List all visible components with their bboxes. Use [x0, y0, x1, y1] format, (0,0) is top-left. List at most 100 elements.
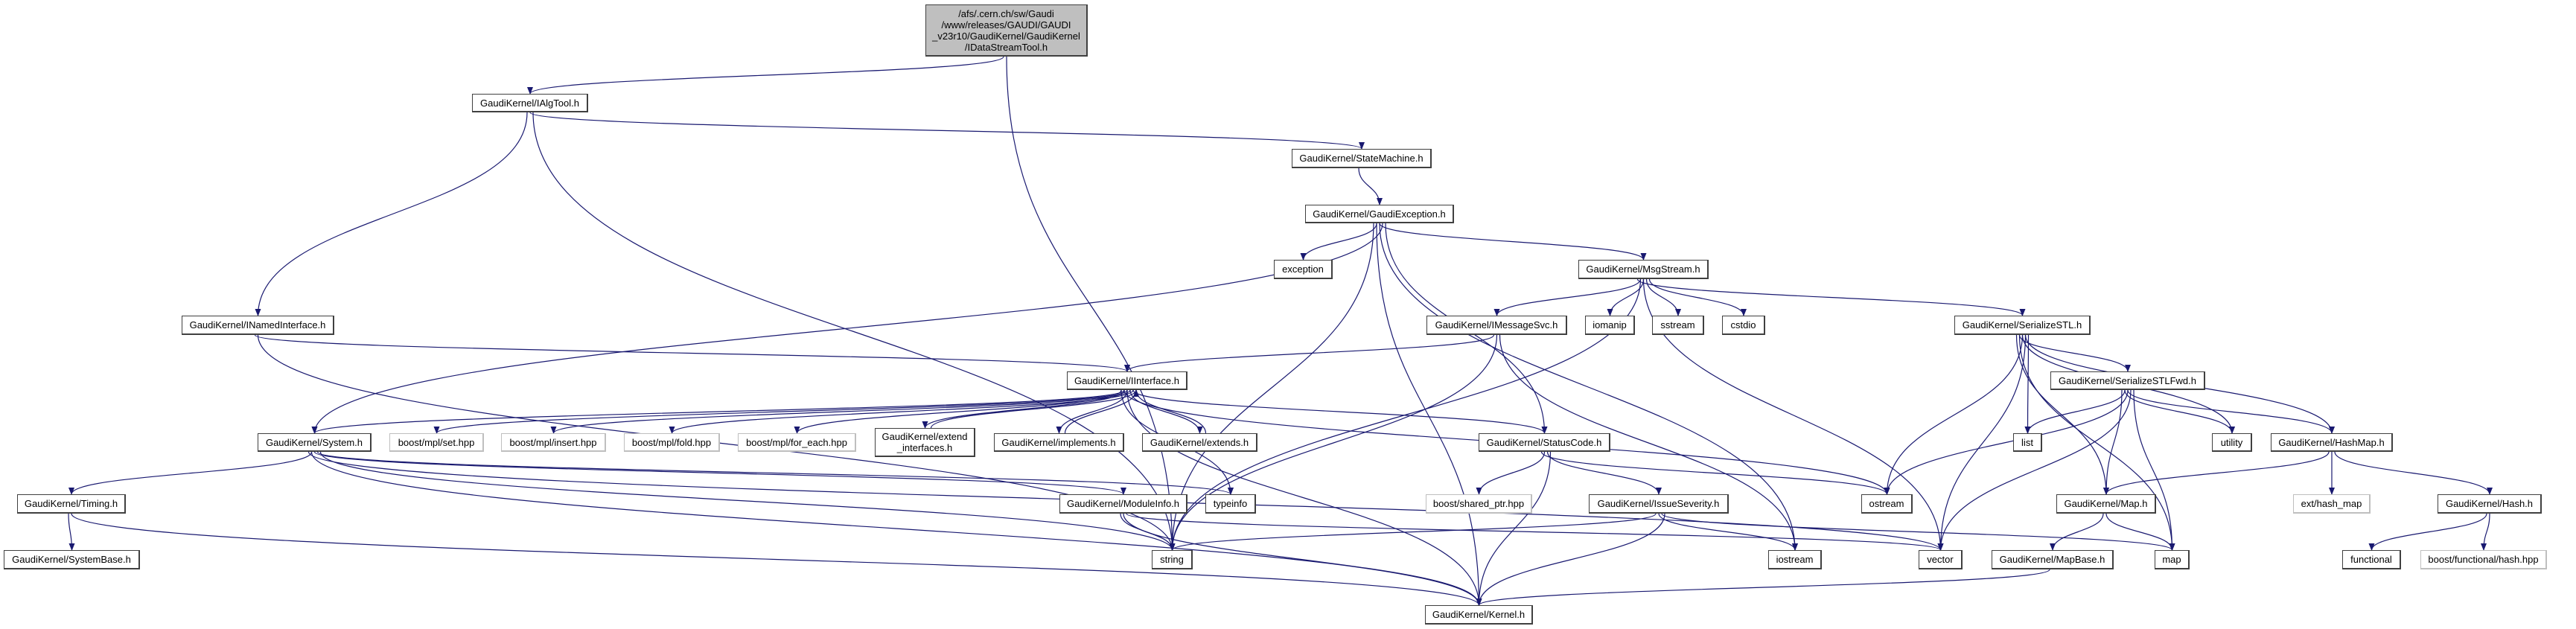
graph-node-exception[interactable]: exception — [1274, 260, 1333, 279]
graph-node-ext-hash-map[interactable]: ext/hash_map — [2293, 494, 2371, 514]
graph-node-hash-h[interactable]: GaudiKernel/Hash.h — [2438, 494, 2542, 514]
graph-node-systembase[interactable]: GaudiKernel/SystemBase.h — [4, 550, 140, 569]
node-label: map — [2162, 554, 2181, 565]
edge-serializestlfwd-to-map — [2133, 389, 2175, 551]
node-label: GaudiKernel/Map.h — [2064, 498, 2148, 509]
edge-ialgtool-to-inamedinterface — [255, 112, 528, 316]
graph-node-issueseverity[interactable]: GaudiKernel/IssueSeverity.h — [1589, 494, 1729, 514]
graph-node-statuscode[interactable]: GaudiKernel/StatusCode.h — [1479, 433, 1610, 452]
edge-timing-to-systembase — [68, 513, 75, 551]
node-label: vector — [1927, 554, 1954, 565]
graph-node-serializestlfwd[interactable]: GaudiKernel/SerializeSTLFwd.h — [2050, 371, 2205, 390]
node-label: GaudiKernel/extends.h — [1150, 436, 1249, 448]
graph-node-implements[interactable]: GaudiKernel/implements.h — [994, 433, 1124, 452]
edge-iinterface-to-mpl_fold — [669, 389, 1134, 434]
graph-node-ialgtool[interactable]: GaudiKernel/IAlgTool.h — [472, 94, 588, 112]
graph-node-functional[interactable]: functional — [2342, 550, 2401, 569]
graph-node-extend-interfaces[interactable]: GaudiKernel/extend_interfaces.h — [875, 428, 975, 457]
edge-mapbase-to-kernel — [1476, 569, 2050, 606]
node-label: GaudiKernel/IAlgTool.h — [480, 97, 579, 109]
graph-node-inamedinterface[interactable]: GaudiKernel/INamedInterface.h — [182, 316, 334, 335]
graph-node-extends[interactable]: GaudiKernel/extends.h — [1142, 433, 1257, 452]
node-label: /www/releases/GAUDI/GAUDI — [941, 19, 1071, 31]
edge-hashmap-to-map_h — [2103, 451, 2330, 495]
edge-hashmap-to-hash_h — [2334, 451, 2493, 495]
graph-node-vector[interactable]: vector — [1919, 550, 1963, 569]
node-label: boost/mpl/set.hpp — [398, 436, 475, 448]
graph-node-kernel[interactable]: GaudiKernel/Kernel.h — [1425, 605, 1533, 625]
edge-serializestlfwd-to-ostream — [1884, 389, 2129, 495]
edge-map_h-to-map — [2105, 513, 2175, 551]
edge-msgstream-to-cstdio — [1648, 278, 1747, 316]
node-label: GaudiKernel/ModuleInfo.h — [1066, 498, 1180, 509]
graph-node-mpl-insert[interactable]: boost/mpl/insert.hpp — [501, 433, 606, 452]
graph-node-map[interactable]: map — [2155, 550, 2190, 569]
graph-node-string[interactable]: string — [1152, 550, 1193, 569]
edge-system-to-string — [319, 451, 1176, 551]
edge-iinterface-to-statuscode — [1132, 389, 1548, 434]
graph-node-map-h[interactable]: GaudiKernel/Map.h — [2056, 494, 2156, 514]
graph-node-mpl-fold[interactable]: boost/mpl/fold.hpp — [624, 433, 720, 452]
graph-node-system[interactable]: GaudiKernel/System.h — [258, 433, 372, 452]
graph-node-imessagesvc[interactable]: GaudiKernel/IMessageSvc.h — [1426, 316, 1567, 335]
graph-node-mpl-set[interactable]: boost/mpl/set.hpp — [389, 433, 484, 452]
node-label: GaudiKernel/StateMachine.h — [1299, 153, 1424, 164]
graph-node-ostream[interactable]: ostream — [1861, 494, 1913, 514]
node-label: string — [1160, 554, 1184, 565]
edge-imessagesvc-to-iinterface — [1124, 334, 1495, 372]
graph-node-cstdio[interactable]: cstdio — [1722, 316, 1765, 335]
graph-node-shared-ptr[interactable]: boost/shared_ptr.hpp — [1426, 494, 1532, 514]
graph-node-serializestl[interactable]: GaudiKernel/SerializeSTL.h — [1954, 316, 2091, 335]
graph-node-statemachine[interactable]: GaudiKernel/StateMachine.h — [1292, 149, 1432, 168]
edge-moduleinfo-to-kernel — [1123, 513, 1482, 606]
node-label: GaudiKernel/implements.h — [1001, 436, 1116, 448]
edge-gaudiexception-to-exception — [1300, 223, 1377, 261]
node-label: GaudiKernel/StatusCode.h — [1486, 436, 1602, 448]
node-label: boost/mpl/for_each.hpp — [746, 436, 847, 448]
graph-node-sstream[interactable]: sstream — [1652, 316, 1704, 335]
graph-node-gaudiexception[interactable]: GaudiKernel/GaudiException.h — [1305, 205, 1454, 223]
edge-serializestl-to-map — [2018, 334, 2175, 551]
node-label: GaudiKernel/SerializeSTL.h — [1962, 319, 2082, 331]
graph-node-utility[interactable]: utility — [2212, 433, 2252, 452]
edge-extends-to-iinterface — [1133, 389, 1207, 434]
edge-system-to-typeinfo — [316, 451, 1234, 495]
graph-node-timing[interactable]: GaudiKernel/Timing.h — [17, 494, 126, 514]
node-label: utility — [2220, 436, 2243, 448]
graph-node-list[interactable]: list — [2013, 433, 2042, 452]
graph-node-moduleinfo[interactable]: GaudiKernel/ModuleInfo.h — [1059, 494, 1187, 514]
graph-node-mpl-for-each[interactable]: boost/mpl/for_each.hpp — [738, 433, 856, 452]
edge-statuscode-to-ostream — [1540, 451, 1890, 495]
edge-iinterface-to-system — [311, 389, 1125, 434]
graph-node-iomanip[interactable]: iomanip — [1585, 316, 1635, 335]
graph-node-msgstream[interactable]: GaudiKernel/MsgStream.h — [1578, 260, 1709, 279]
node-label: exception — [1282, 264, 1324, 275]
edge-serializestlfwd-to-utility — [2124, 389, 2235, 434]
edge-iinterface-to-extend_interfaces — [922, 389, 1125, 429]
edge-gaudiexception-to-msgstream — [1379, 223, 1647, 261]
node-label: functional — [2350, 554, 2392, 565]
edge-serializestlfwd-to-hashmap — [2127, 389, 2335, 434]
edge-iinterface-to-mpl_insert — [550, 389, 1131, 434]
edge-gaudiexception-to-kernel — [1376, 223, 1482, 606]
graph-node-iinterface[interactable]: GaudiKernel/IInterface.h — [1067, 371, 1187, 390]
graph-node-typeinfo[interactable]: typeinfo — [1205, 494, 1256, 514]
edge-statuscode-to-shared_ptr — [1476, 451, 1546, 495]
node-label: GaudiKernel/IInterface.h — [1074, 374, 1179, 386]
edge-statuscode-to-kernel — [1476, 451, 1552, 606]
edge-serializestlfwd-to-list — [2024, 389, 2126, 434]
graph-node-mapbase[interactable]: GaudiKernel/MapBase.h — [1992, 550, 2114, 569]
graph-node-root[interactable]: /afs/.cern.ch/sw/Gaudi/www/releases/GAUD… — [925, 4, 1088, 57]
node-label: iomanip — [1593, 319, 1627, 331]
graph-node-boost-fhash[interactable]: boost/functional/hash.hpp — [2420, 550, 2547, 569]
node-label: GaudiKernel/HashMap.h — [2278, 436, 2385, 448]
node-label: GaudiKernel/Kernel.h — [1432, 609, 1525, 620]
edge-map_h-to-mapbase — [2050, 513, 2104, 551]
edge-issueseverity-to-iostream — [1658, 513, 1798, 551]
edge-msgstream-to-serializestl — [1636, 278, 2026, 316]
node-label: GaudiKernel/INamedInterface.h — [189, 319, 326, 331]
edge-issueseverity-to-kernel — [1476, 513, 1665, 606]
graph-node-hashmap[interactable]: GaudiKernel/HashMap.h — [2271, 433, 2393, 452]
edge-iinterface-to-mpl_set — [433, 389, 1128, 434]
graph-node-iostream[interactable]: iostream — [1768, 550, 1822, 569]
